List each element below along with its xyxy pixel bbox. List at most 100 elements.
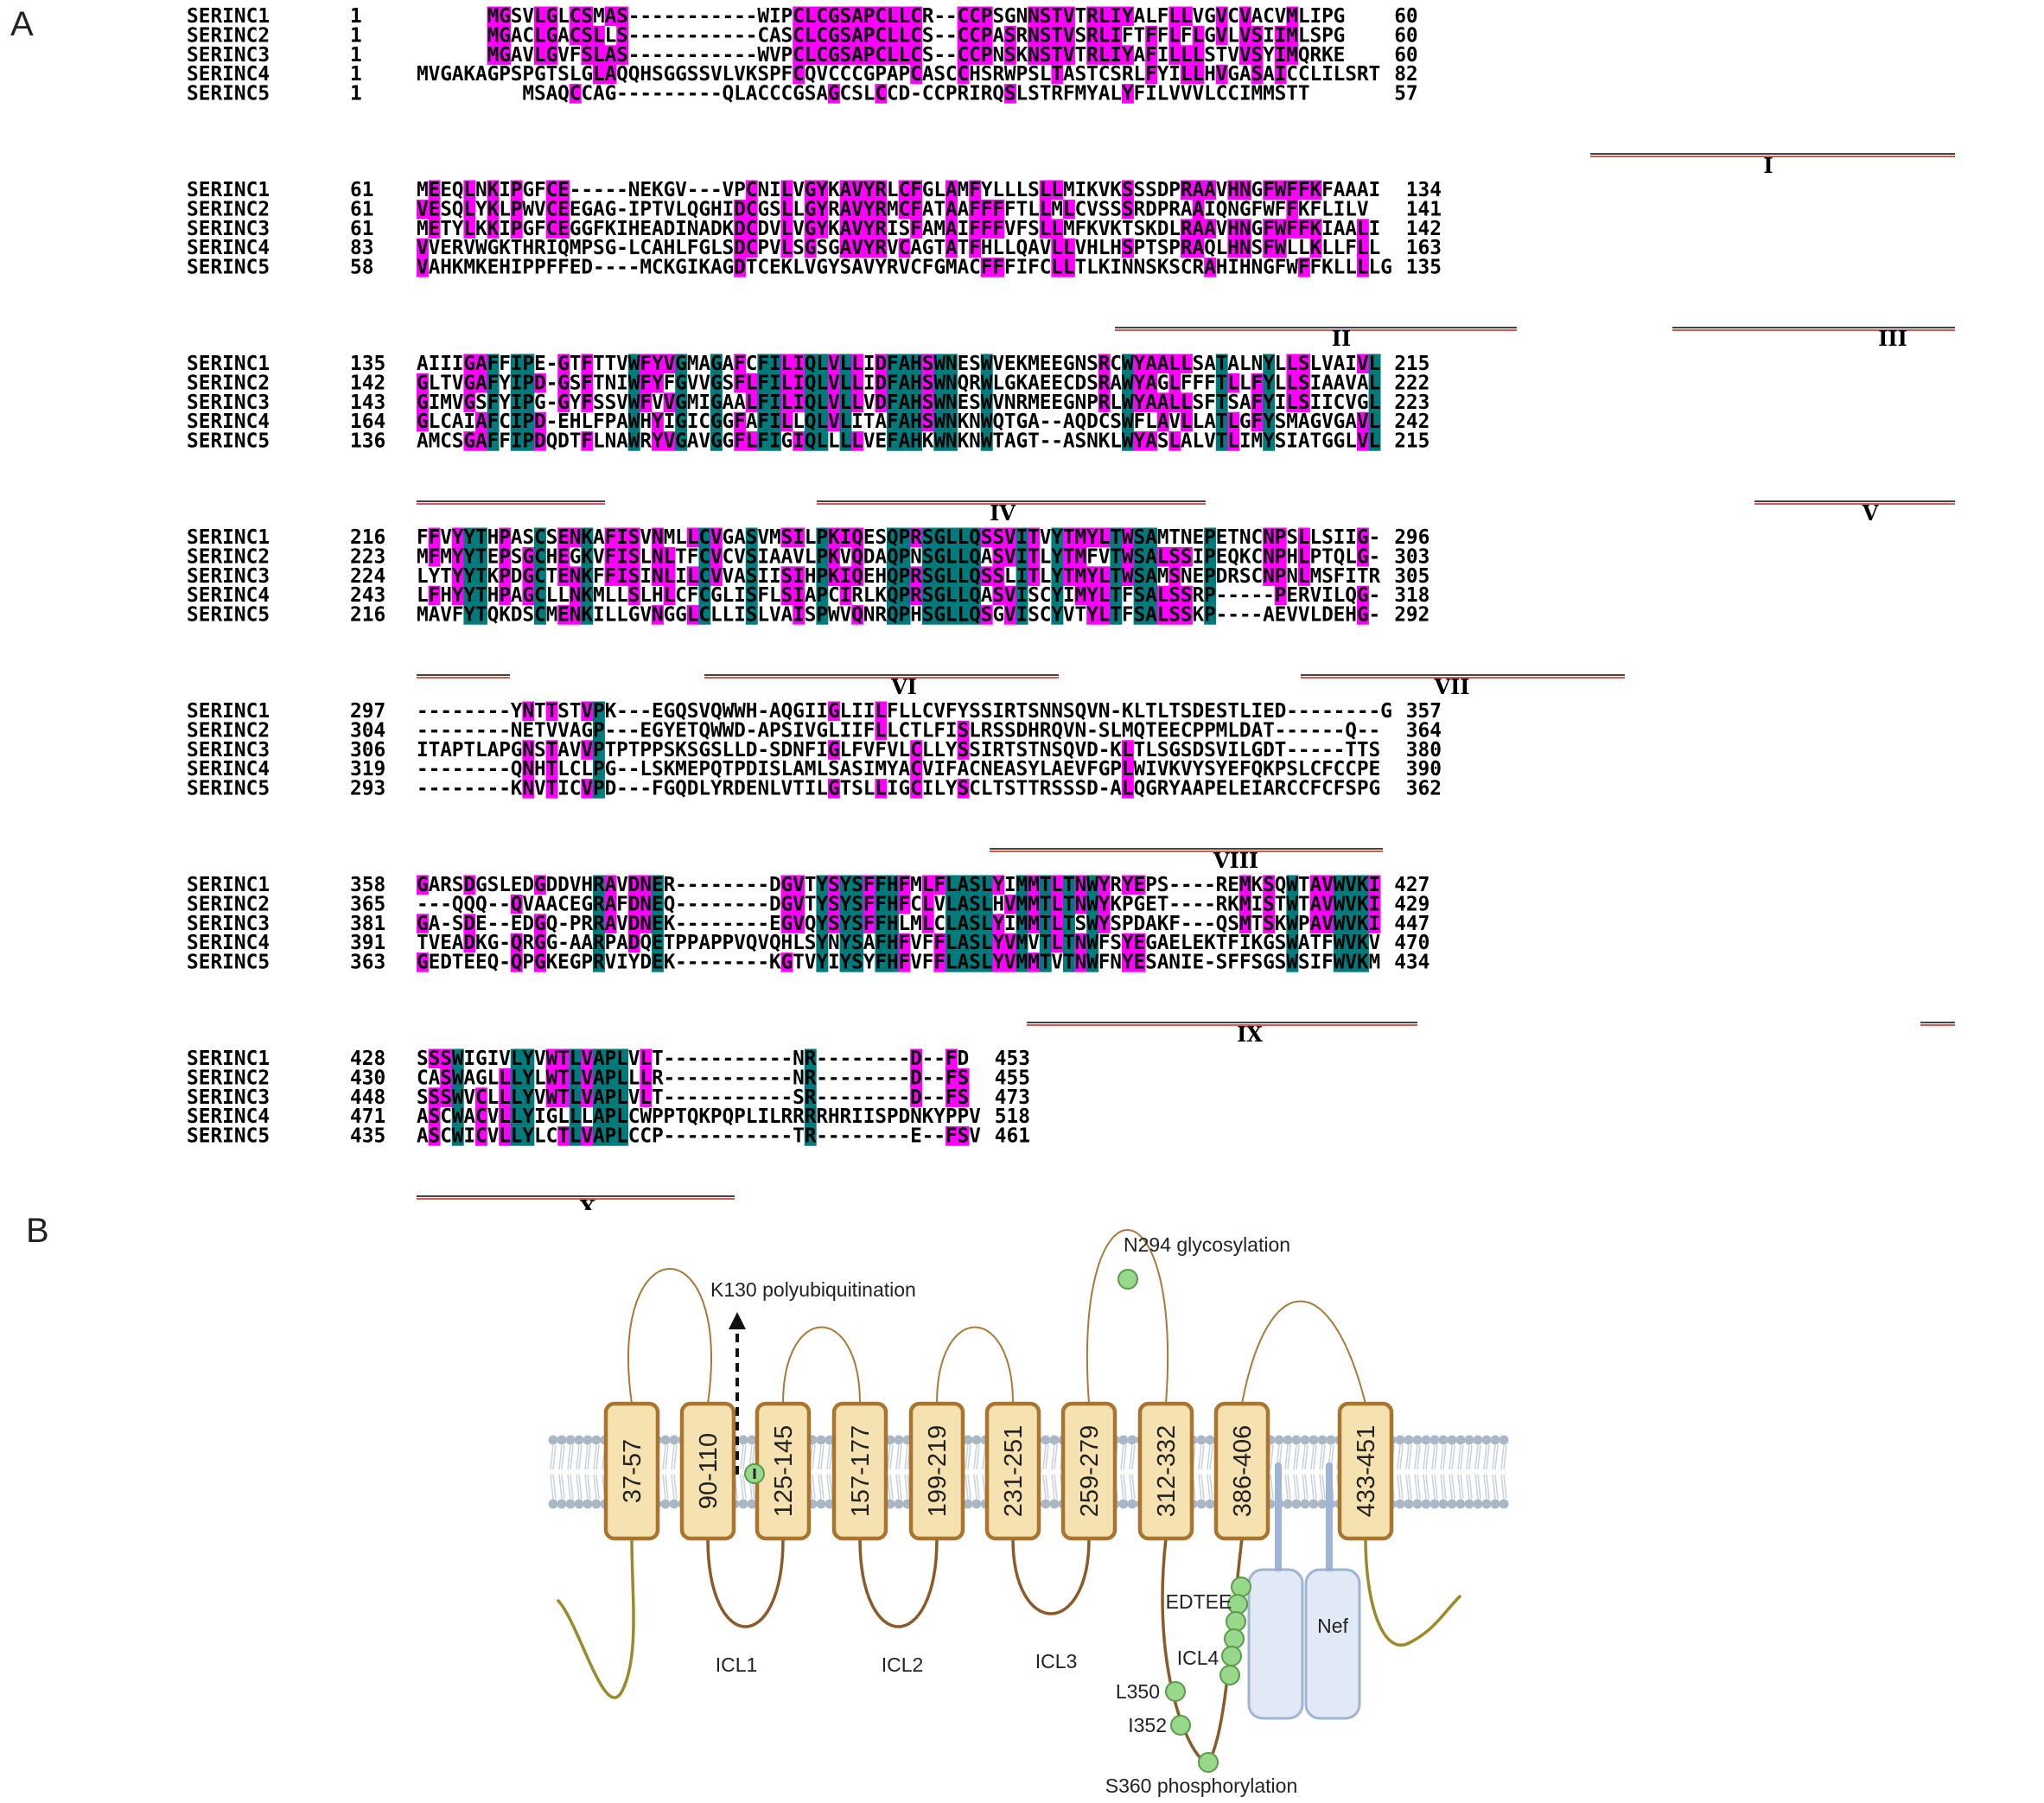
residue-highlight bbox=[534, 25, 546, 46]
residue-highlight bbox=[933, 411, 946, 432]
residue-highlight bbox=[627, 566, 640, 586]
residue-highlight bbox=[1133, 373, 1146, 393]
residue-highlight bbox=[627, 914, 640, 933]
sequence-residues: AIIIGAFFIPE-GTFTTVWFYVGMAGAFCFILIQLVLLID… bbox=[417, 353, 1380, 375]
residue-highlight bbox=[887, 952, 899, 972]
residue-highlight bbox=[1263, 527, 1276, 548]
residue-highlight bbox=[910, 431, 923, 451]
residue-highlight bbox=[933, 546, 946, 567]
residue-highlight bbox=[569, 6, 582, 27]
residue-highlight bbox=[910, 740, 923, 760]
residue-highlight bbox=[734, 411, 747, 432]
residue-highlight bbox=[1098, 605, 1111, 625]
residue-highlight bbox=[980, 914, 993, 933]
residue-highlight bbox=[1251, 373, 1264, 393]
residue-highlight bbox=[804, 199, 817, 220]
residue-highlight bbox=[545, 1067, 558, 1088]
residue-highlight bbox=[898, 527, 911, 548]
sequence-start: 391 bbox=[350, 932, 385, 954]
residue-highlight bbox=[1122, 392, 1134, 412]
residue-highlight bbox=[969, 952, 982, 972]
residue-highlight bbox=[745, 199, 758, 220]
sequence-name: SERINC4 bbox=[187, 584, 270, 607]
residue-highlight bbox=[1098, 354, 1111, 374]
residue-highlight bbox=[933, 933, 946, 953]
residue-highlight bbox=[793, 354, 806, 374]
residue-highlight bbox=[1039, 45, 1052, 65]
residue-highlight bbox=[933, 373, 946, 393]
residue-highlight bbox=[581, 779, 594, 799]
residue-highlight bbox=[851, 354, 864, 374]
residue-highlight bbox=[1168, 392, 1181, 412]
residue-highlight bbox=[1016, 527, 1028, 548]
residue-highlight bbox=[1204, 527, 1217, 548]
residue-highlight bbox=[510, 392, 523, 412]
residue-highlight bbox=[1122, 759, 1134, 780]
residue-highlight bbox=[604, 1106, 617, 1127]
sequence-end: 380 bbox=[1406, 739, 1442, 761]
residue-highlight bbox=[1086, 933, 1099, 953]
residue-highlight bbox=[522, 585, 535, 606]
residue-highlight bbox=[1098, 875, 1111, 895]
residue-highlight bbox=[1181, 219, 1193, 239]
residue-highlight bbox=[839, 45, 852, 65]
residue-highlight bbox=[1145, 25, 1158, 46]
residue-site bbox=[1226, 1611, 1246, 1632]
residue-highlight bbox=[428, 199, 441, 220]
sequence-name: SERINC4 bbox=[187, 1105, 270, 1128]
residue-highlight bbox=[980, 605, 993, 625]
residue-highlight bbox=[1122, 740, 1134, 760]
residue-highlight bbox=[557, 527, 570, 548]
sequence-end: 390 bbox=[1406, 758, 1442, 780]
residue-highlight bbox=[980, 894, 993, 914]
residue-highlight bbox=[921, 373, 934, 393]
residue-highlight bbox=[1227, 180, 1240, 201]
residue-highlight bbox=[1251, 392, 1264, 412]
residue-highlight bbox=[839, 373, 852, 393]
residue-highlight bbox=[593, 701, 605, 722]
residue-highlight bbox=[875, 933, 888, 953]
nef-box bbox=[1304, 1568, 1361, 1720]
residue-highlight bbox=[1063, 875, 1075, 895]
residue-highlight bbox=[839, 952, 852, 972]
residue-highlight bbox=[1215, 6, 1228, 27]
residue-highlight bbox=[581, 585, 594, 606]
residue-highlight bbox=[1110, 546, 1123, 567]
residue-highlight bbox=[1004, 25, 1016, 46]
sequence-end: 461 bbox=[995, 1125, 1030, 1148]
residue-highlight bbox=[921, 585, 934, 606]
panel-a-label: A bbox=[10, 5, 34, 43]
residue-highlight bbox=[933, 392, 946, 412]
residue-highlight bbox=[1181, 605, 1193, 625]
sequence-name: SERINC3 bbox=[187, 1086, 270, 1109]
residue-highlight bbox=[1074, 527, 1087, 548]
residue-highlight bbox=[1156, 546, 1169, 567]
residue-highlight bbox=[710, 392, 723, 412]
residue-highlight bbox=[910, 25, 923, 46]
residue-highlight bbox=[828, 546, 840, 567]
sequence-name: SERINC1 bbox=[187, 700, 270, 723]
residue-highlight bbox=[1051, 6, 1064, 27]
residue-highlight bbox=[1286, 875, 1299, 895]
residue-highlight bbox=[839, 25, 852, 46]
residue-highlight bbox=[992, 199, 1005, 220]
residue-highlight bbox=[980, 933, 993, 953]
residue-highlight bbox=[510, 219, 523, 239]
residue-highlight bbox=[475, 354, 487, 374]
residue-highlight bbox=[557, 219, 570, 239]
residue-highlight bbox=[804, 1067, 817, 1088]
residue-highlight bbox=[957, 720, 970, 741]
residue-highlight bbox=[828, 411, 840, 432]
sequence-end: 60 bbox=[1394, 24, 1417, 47]
residue-highlight bbox=[887, 546, 899, 567]
residue-highlight bbox=[1309, 875, 1322, 895]
residue-highlight bbox=[780, 411, 793, 432]
sequence-residues: GIMVGSFYIPG-GYFSSVWFVVGMIGAALFILIQLVLLVD… bbox=[417, 392, 1380, 414]
sequence-name: SERINC5 bbox=[187, 778, 270, 800]
residue-highlight bbox=[816, 566, 829, 586]
tm-segment-label: 37-57 bbox=[619, 1439, 646, 1503]
residue-highlight bbox=[933, 605, 946, 625]
residue-highlight bbox=[569, 1126, 582, 1146]
residue-highlight bbox=[780, 238, 793, 258]
residue-highlight bbox=[875, 392, 888, 412]
